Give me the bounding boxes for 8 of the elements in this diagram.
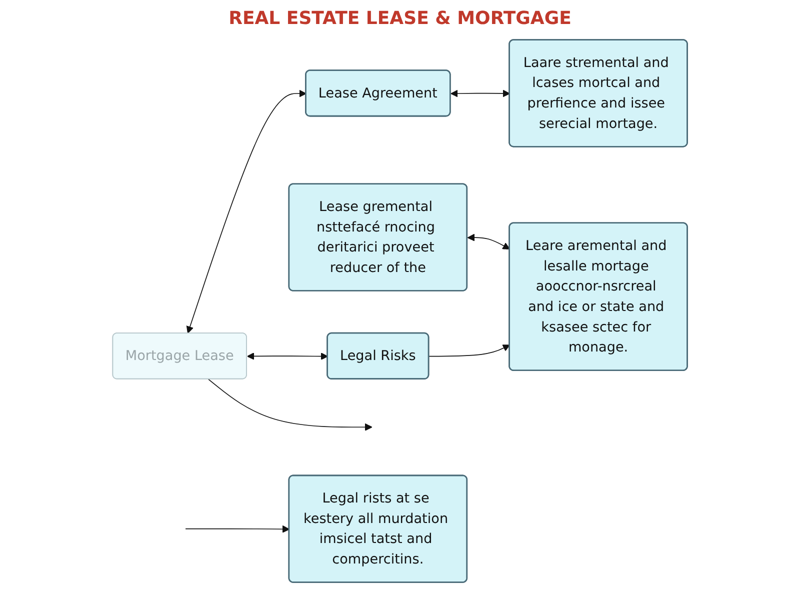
arrow [186,90,306,334]
arrow [246,352,328,360]
diagram-title: REAL ESTATE LEASE & MORTGAGE [228,8,572,29]
arrow [467,234,510,250]
arrow [208,378,372,431]
arrow [450,90,510,98]
arrow [185,525,290,533]
arrow [428,344,510,357]
